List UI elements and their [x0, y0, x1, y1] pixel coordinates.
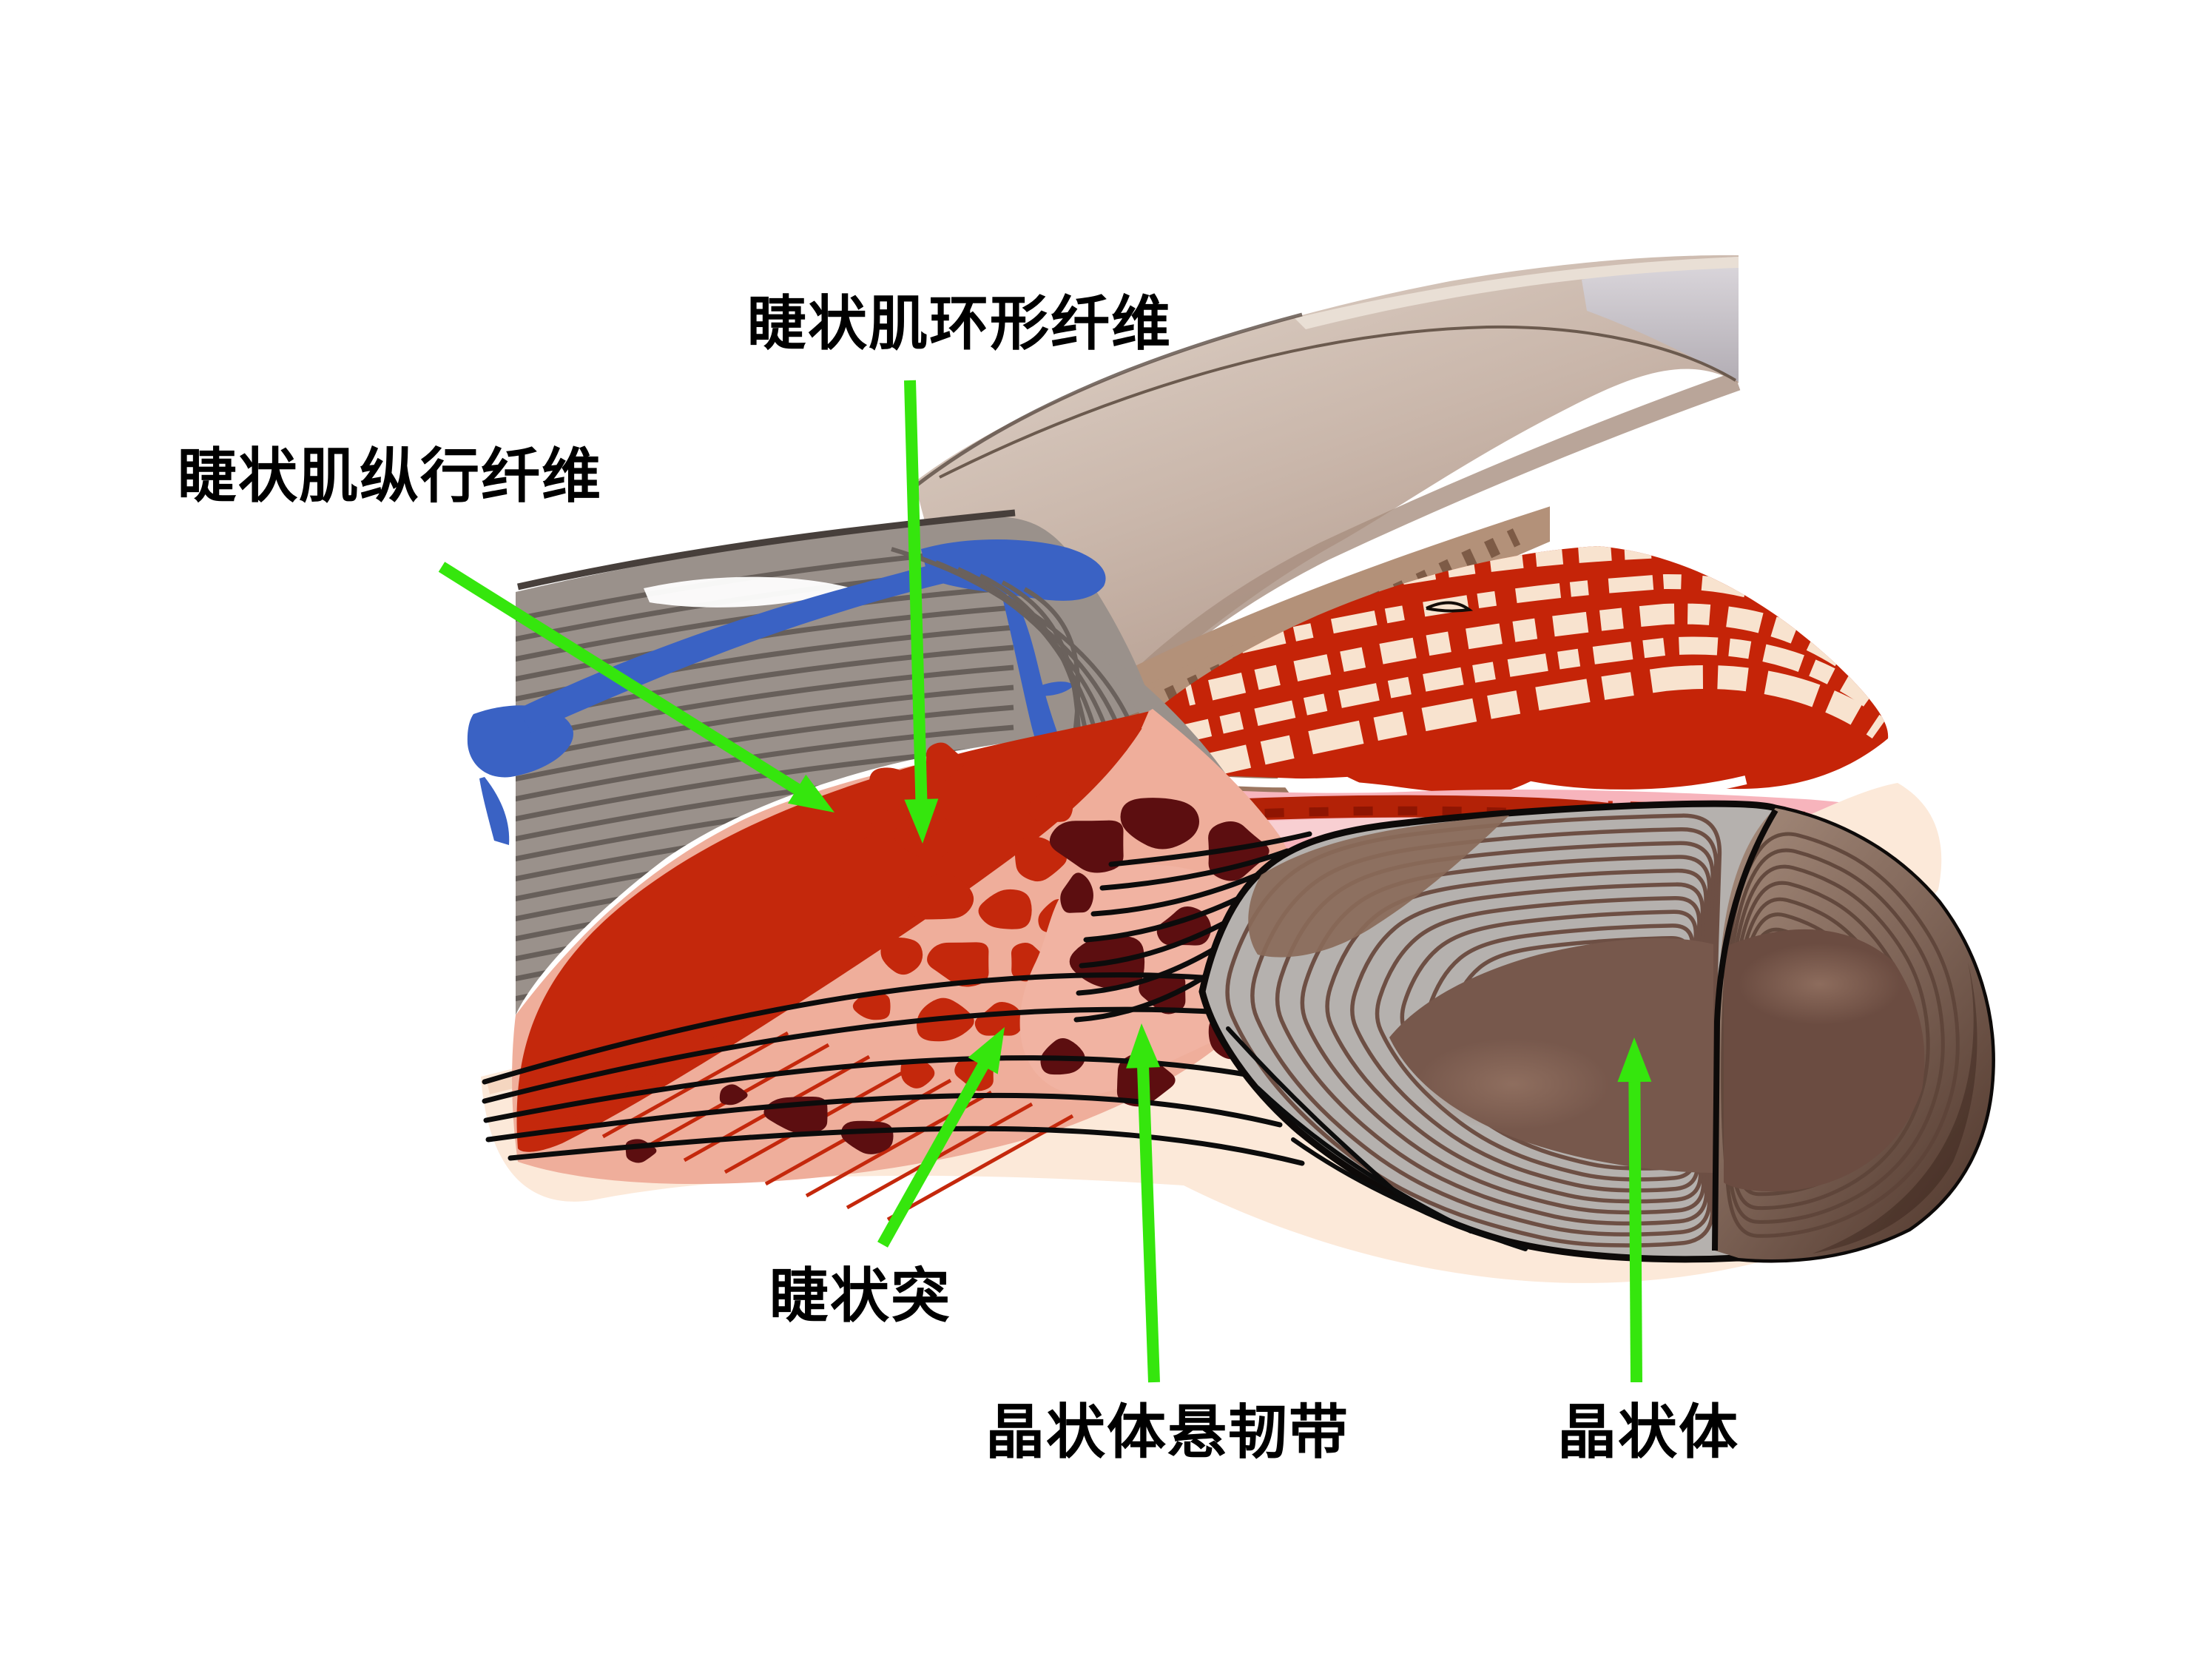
zonule-fibers-front — [1226, 1026, 1528, 1251]
pointer-arrows — [438, 380, 1652, 1383]
label-circular-fibers: 睫状肌环形纤维 — [747, 289, 1172, 358]
crown-accent-line — [1426, 601, 1474, 613]
cornea-layer-line — [939, 325, 1737, 479]
arrow-suspensory-ligament — [1126, 1023, 1161, 1383]
lens-cut-edge — [1712, 808, 1778, 1251]
circular-fibers-chunks — [837, 742, 1085, 1091]
sclera-outline — [517, 509, 1016, 590]
arrow-lens — [1617, 1037, 1652, 1383]
label-longitudinal-fibers: 睫状肌纵行纤维 — [178, 442, 602, 511]
longitudinal-fibers-fan — [516, 710, 1153, 1152]
lens-face-shadow-wedge — [1248, 815, 1509, 958]
sclera-cut-end-face — [1582, 257, 1739, 382]
arrow-circular-fibers — [904, 380, 939, 844]
label-ciliary-process: 睫状突 — [769, 1262, 951, 1330]
arrow-ciliary-process — [877, 1027, 1005, 1248]
label-suspensory-ligament: 晶状体悬韧带 — [985, 1398, 1349, 1467]
label-lens: 晶状体 — [1557, 1398, 1739, 1467]
lens-cutaway — [1198, 800, 1995, 1263]
sclera-cut-top-band — [1295, 257, 1739, 329]
white-gap-crescent — [644, 576, 852, 608]
arrow-longitudinal-fibers — [438, 562, 834, 812]
